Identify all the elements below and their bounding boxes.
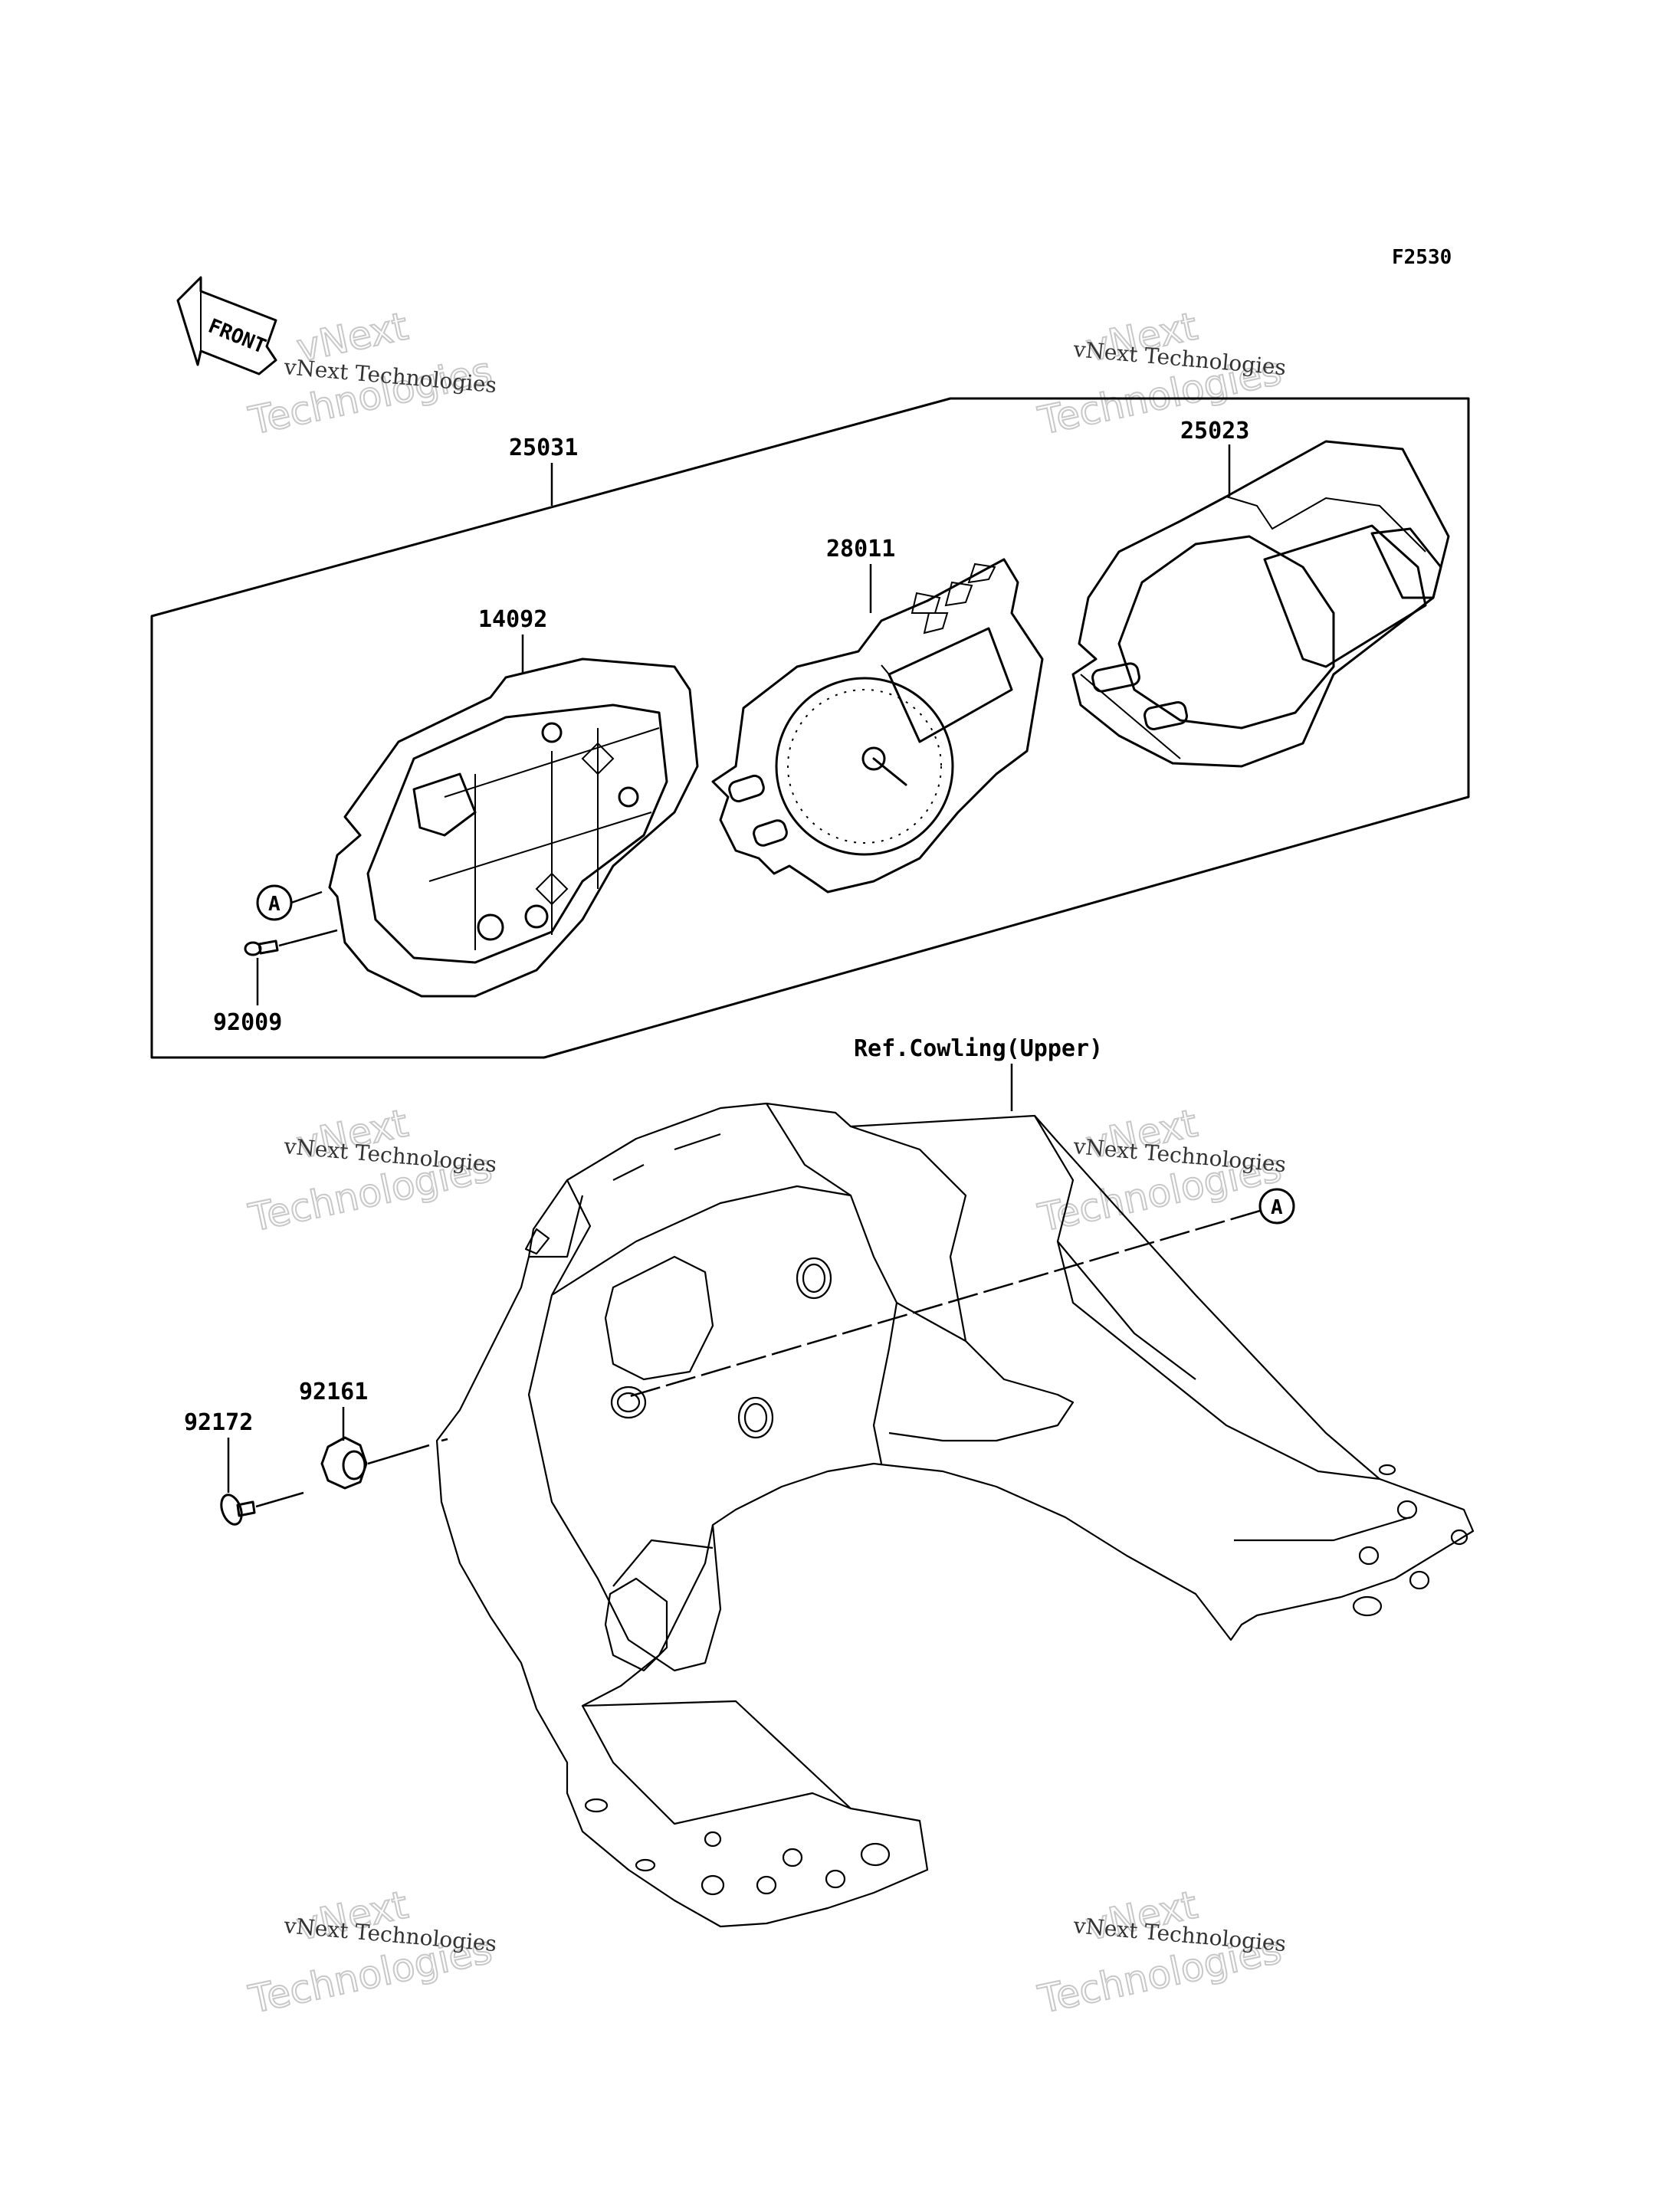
callout-a-lower: A <box>629 1188 1295 1398</box>
label-92161: 92161 <box>299 1379 368 1405</box>
grommet-92161 <box>320 1436 368 1490</box>
leader-92161-line <box>367 1444 430 1465</box>
label-92172: 92172 <box>184 1409 253 1436</box>
reference-cowling-label: Ref.Cowling(Upper) <box>854 1035 1103 1062</box>
callout-a-upper-label: A <box>268 893 281 916</box>
meter-cover-25023 <box>1071 440 1450 768</box>
screw-92009 <box>244 939 279 956</box>
meter-case-14092 <box>328 657 699 998</box>
label-92009: 92009 <box>213 1009 282 1036</box>
leader-92161-line-b <box>441 1438 448 1442</box>
figure-code: F2530 <box>1392 246 1452 269</box>
callout-a-lower-label: A <box>1271 1196 1283 1219</box>
screw-92172 <box>220 1494 256 1526</box>
front-arrow-icon: FRONT <box>176 276 277 375</box>
front-label: FRONT <box>205 315 269 359</box>
callout-a-upper: A <box>256 884 323 921</box>
watermark-texts: vNext Technologies vNext Technologies vN… <box>282 336 1287 1956</box>
label-25023: 25023 <box>1180 418 1249 444</box>
label-14092: 14092 <box>478 606 547 633</box>
label-28011: 28011 <box>826 536 895 562</box>
leader-92009-line <box>278 929 338 947</box>
leader-92172-line <box>255 1491 304 1508</box>
assembly-frame <box>150 397 1470 1059</box>
upper-cowling <box>435 1102 1475 1928</box>
meter-unit-28011 <box>711 558 1044 894</box>
label-25031: 25031 <box>509 434 578 461</box>
